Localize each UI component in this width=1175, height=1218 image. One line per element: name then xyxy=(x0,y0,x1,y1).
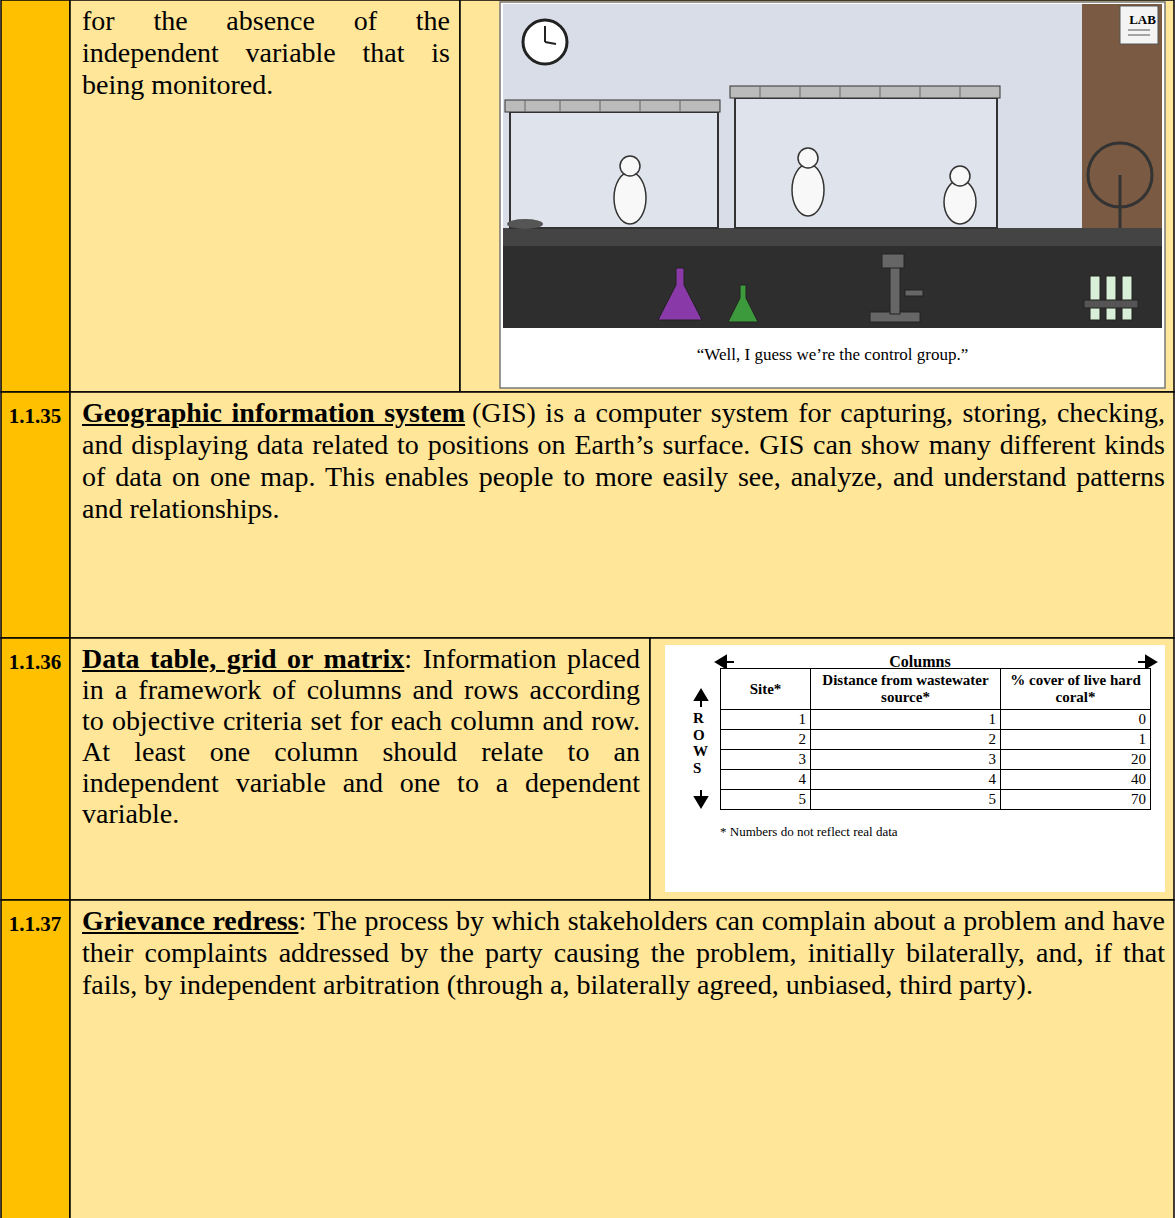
table-cell: 4 xyxy=(811,770,1001,790)
table-header-cell: % cover of live hard coral* xyxy=(1001,669,1151,710)
table-cell: 1 xyxy=(721,710,811,730)
term-number: 1.1.37 xyxy=(0,900,70,1218)
glossary-term: Data table, grid or matrix xyxy=(82,643,404,674)
data-table-example: ColumnsROWS * Numbers do not reflect real… xyxy=(650,638,1175,900)
table-cell: 70 xyxy=(1001,790,1151,810)
table-cell: 5 xyxy=(811,790,1001,810)
table-cell: 1 xyxy=(811,710,1001,730)
term-number-text: 1.1.37 xyxy=(0,912,70,937)
glossary-term: Geographic information system xyxy=(82,397,465,428)
rows-label: ROWS xyxy=(693,710,708,776)
example-data-table: Site*Distance from wastewater source*% c… xyxy=(720,668,1151,810)
term-number: 1.1.35 xyxy=(0,392,70,638)
term-number-text: 1.1.36 xyxy=(0,650,70,675)
definition-cell: Geographic information system(GIS) is a … xyxy=(70,392,1175,638)
cartoon-illustration xyxy=(500,2,1165,388)
cartoon-caption: “Well, I guess we’re the control group.” xyxy=(505,345,1160,365)
table-cell: 3 xyxy=(721,750,811,770)
term-number-text: 1.1.35 xyxy=(0,404,70,429)
table-cell: 2 xyxy=(811,730,1001,750)
cartoon-panel: LAB “Well, I guess we’re the control grou… xyxy=(460,0,1175,392)
term-number: 1.1.36 xyxy=(0,638,70,900)
table-header-cell: Distance from wastewater source* xyxy=(811,669,1001,710)
definition-cell: Grievance redress: The process by which … xyxy=(70,900,1175,1218)
definition-cell: Data table, grid or matrix: Information … xyxy=(70,638,650,900)
table-cell: 3 xyxy=(811,750,1001,770)
door-sign-text: LAB xyxy=(1120,12,1165,28)
table-header-cell: Site* xyxy=(721,669,811,710)
definition-paragraph: Data table, grid or matrix: Information … xyxy=(82,643,640,829)
table-footnote: * Numbers do not reflect real data xyxy=(720,824,1120,840)
table-cell: 0 xyxy=(1001,710,1151,730)
definition-paragraph: Grievance redress: The process by which … xyxy=(82,905,1165,1001)
table-cell: 2 xyxy=(721,730,811,750)
table-cell: 5 xyxy=(721,790,811,810)
columns-label: Columns xyxy=(870,652,970,671)
glossary-term: Grievance redress xyxy=(82,905,299,936)
data-table-figure xyxy=(665,645,1165,892)
definition-continuation: for the absence of the independent varia… xyxy=(70,0,460,392)
definition-paragraph: Geographic information system(GIS) is a … xyxy=(82,397,1165,525)
table-cell: 40 xyxy=(1001,770,1151,790)
table-cell: 4 xyxy=(721,770,811,790)
table-cell: 20 xyxy=(1001,750,1151,770)
table-cell: 1 xyxy=(1001,730,1151,750)
definition-text: for the absence of the independent varia… xyxy=(82,5,450,101)
